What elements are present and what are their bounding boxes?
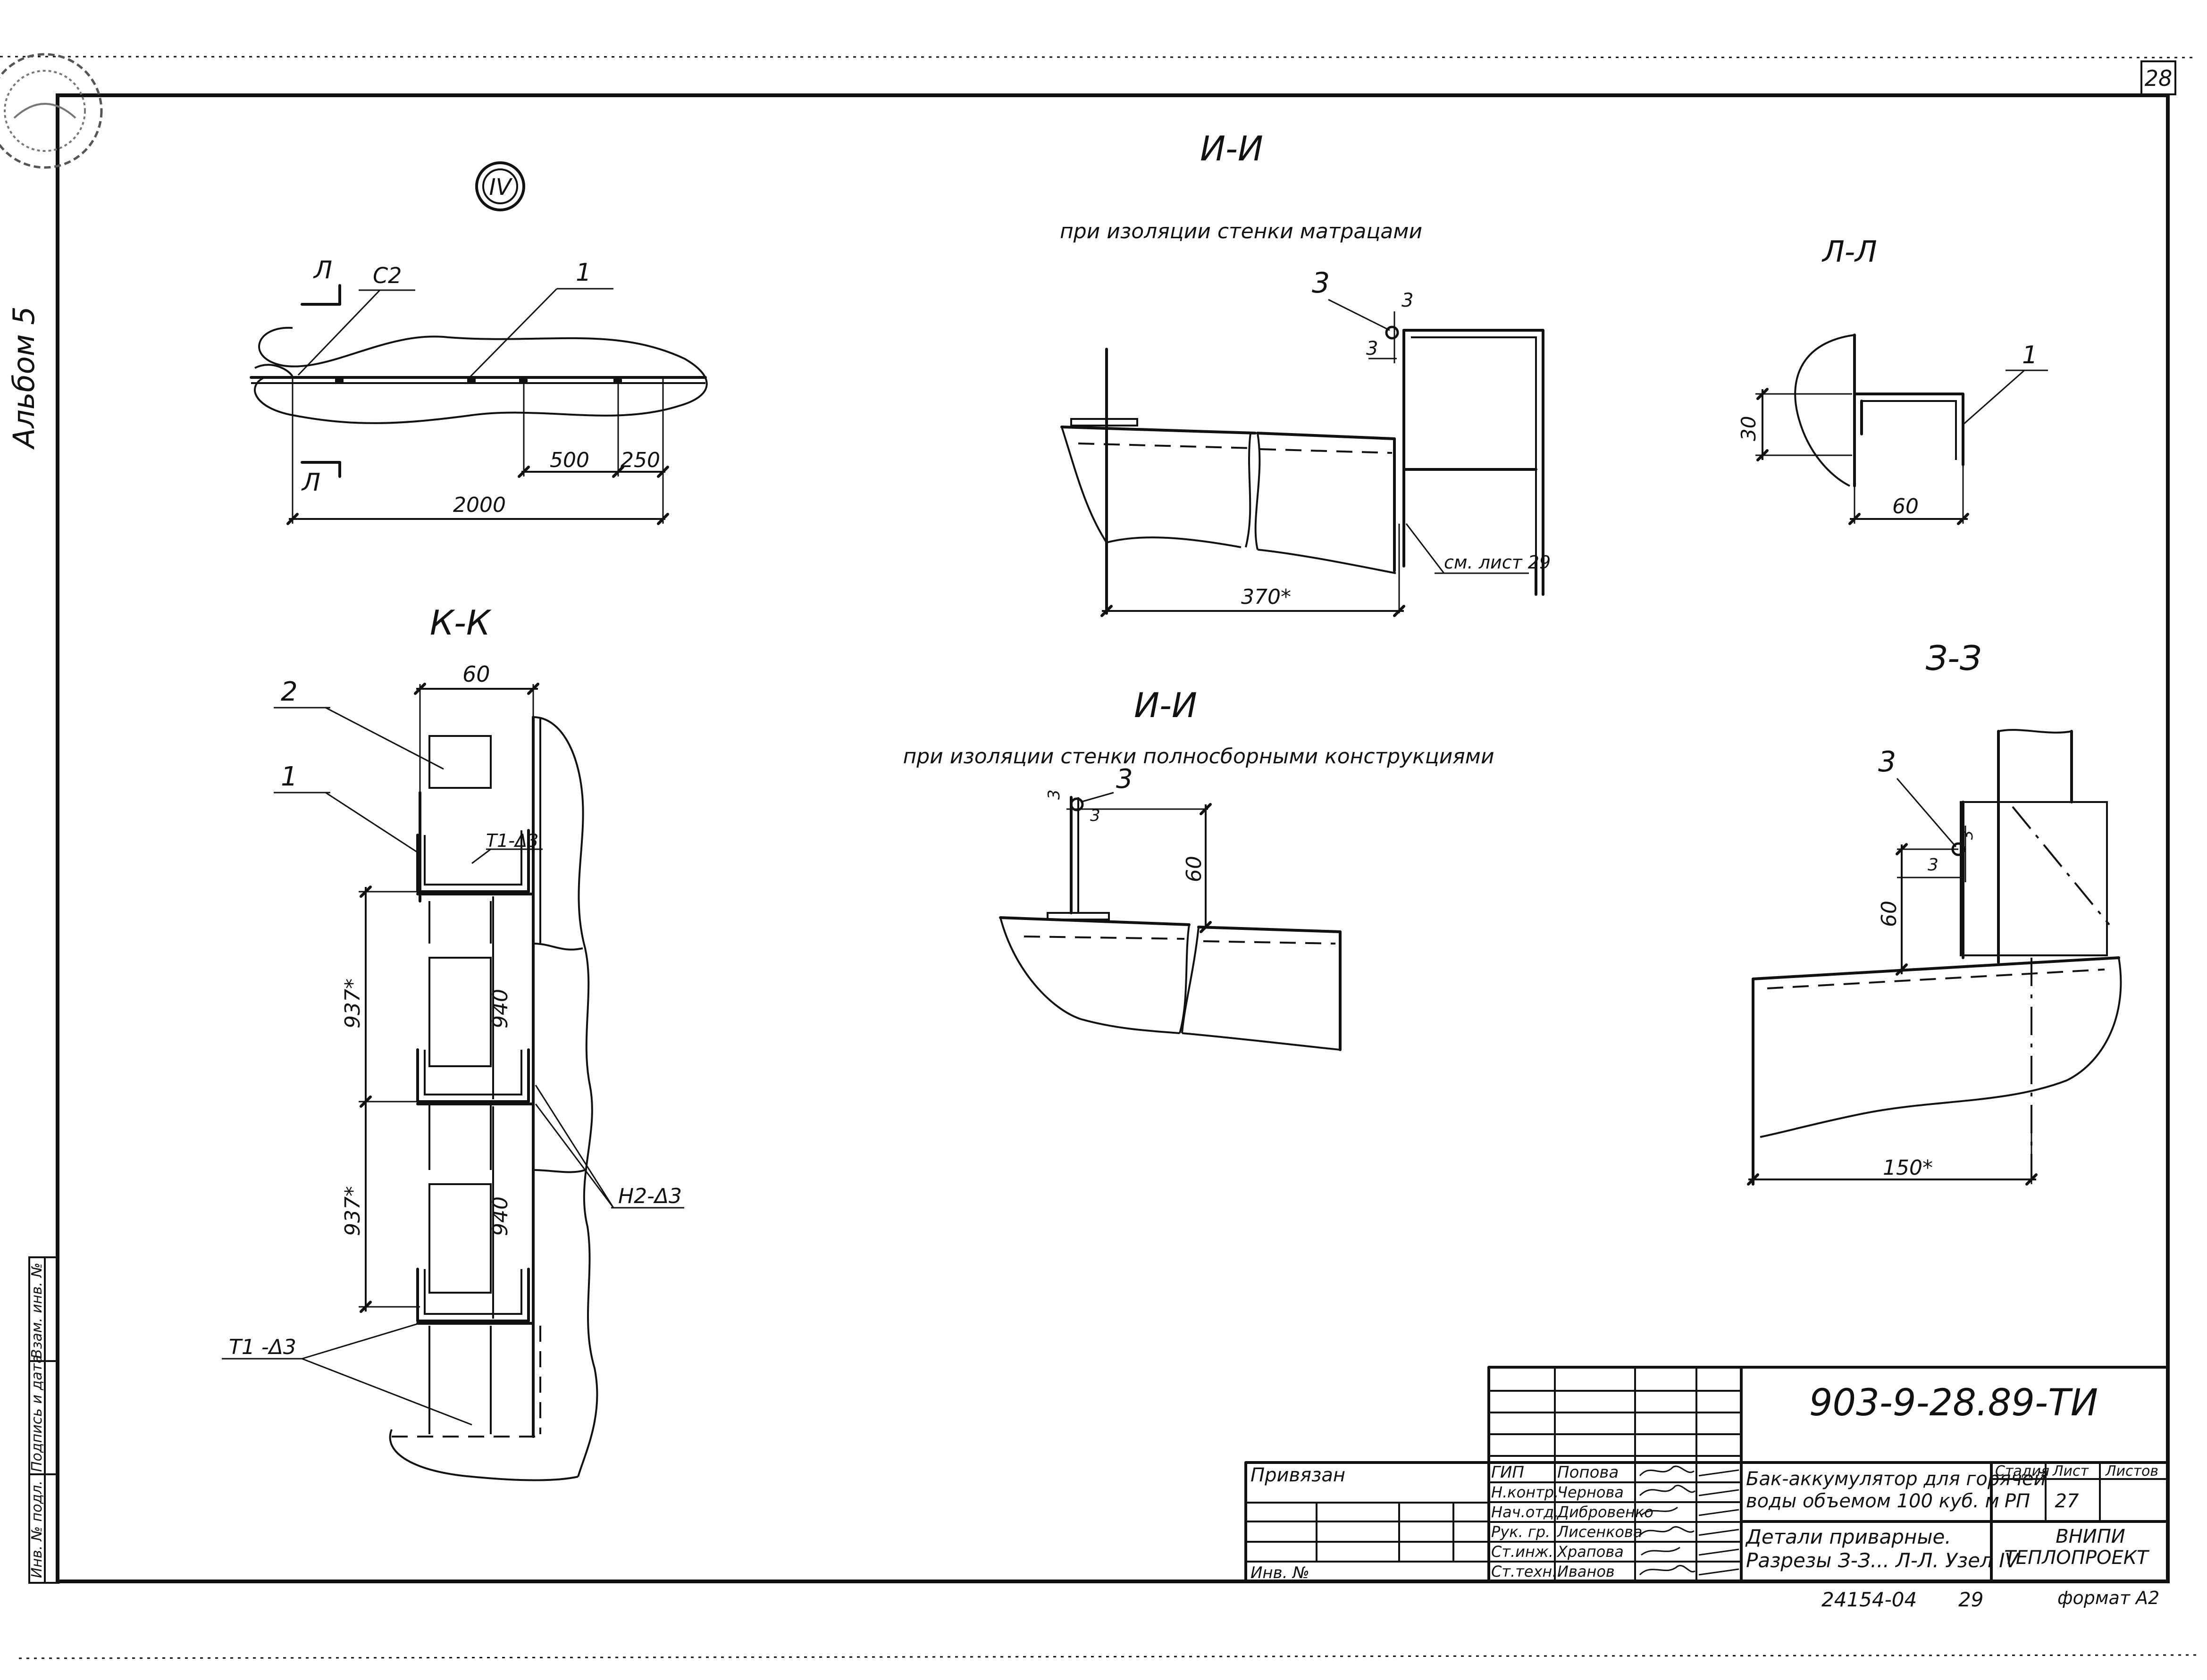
org-line-1: ВНИПИ — [2056, 1526, 2125, 1547]
sheet-number: 27 — [2055, 1490, 2079, 1512]
archive-sheet: 29 — [1958, 1588, 1983, 1611]
dim-500: 500 — [550, 448, 589, 472]
album-label: Альбом 5 — [7, 306, 41, 450]
sheet-title-line-2: Разрезы З-З... Л-Л. Узел IV — [1746, 1549, 2020, 1572]
node-marker: IV — [475, 161, 525, 211]
dim-2000: 2000 — [453, 493, 506, 517]
section-zz-title: З-З — [1926, 638, 1981, 678]
role-rukgr: Рук. гр. — [1491, 1523, 1550, 1541]
stage-header: Стадия — [1995, 1463, 2049, 1479]
role-nkontr: Н.контр. — [1491, 1483, 1559, 1501]
section-zz-dim-60: 60 — [1877, 901, 1901, 927]
section-kk-dim-60: 60 — [462, 661, 490, 687]
approval-seal — [0, 53, 103, 169]
section-ii-top: И-И при изоляции стенки матрацами 3 3 3 — [1060, 129, 1551, 617]
section-kk-dim-940-a: 940 — [488, 989, 512, 1028]
section-ii-top-dim-a: 3 — [1401, 290, 1413, 311]
section-zz-dim-3b: 3 — [1928, 855, 1938, 875]
node-marker-label: IV — [489, 174, 513, 201]
section-ii-bottom: И-И при изоляции стенки полносборными ко… — [903, 685, 1494, 1051]
section-ii-top-subtitle: при изоляции стенки матрацами — [1060, 219, 1422, 243]
name-chernova: Чернова — [1557, 1483, 1624, 1501]
section-ll: Л-Л 1 30 60 — [1737, 234, 2048, 525]
dim-250: 250 — [621, 448, 660, 472]
section-kk-dim-940-b: 940 — [488, 1196, 512, 1236]
weld-c2: С2 — [373, 263, 402, 288]
name-lisenkova: Лисенкова — [1557, 1523, 1642, 1541]
section-ll-dim-30: 30 — [1737, 416, 1760, 441]
cut-label-top: Л — [313, 256, 332, 284]
channel-2 — [416, 1048, 535, 1105]
section-kk-weld-t1-bottom: Т1 -Δ3 — [229, 1335, 296, 1359]
cut-label-bottom: Л — [301, 468, 320, 497]
role-gip: ГИП — [1491, 1463, 1524, 1482]
channel-3 — [416, 1268, 535, 1325]
signatures — [1639, 1465, 1739, 1576]
role-stinzh: Ст.инж. — [1491, 1543, 1553, 1561]
side-stamp-cell-2: Подпись и дата — [29, 1355, 45, 1472]
name-popova: Попова — [1557, 1463, 1619, 1482]
section-ii-bottom-subtitle: при изоляции стенки полносборными констр… — [903, 744, 1494, 769]
privyazan-label: Привязан — [1250, 1464, 1345, 1486]
section-kk: К-К 60 — [222, 603, 684, 1481]
section-ll-pos-1: 1 — [2022, 341, 2038, 369]
org-line-2: ТЕПЛОПРОЕКТ — [2004, 1547, 2150, 1569]
page-number: 28 — [2145, 66, 2173, 91]
section-kk-title: К-К — [430, 603, 492, 643]
side-stamp-cell-3: Взам. инв. № — [29, 1262, 45, 1359]
section-zz-dim-3a: 3 — [1958, 830, 1976, 840]
name-khrapova: Храпова — [1556, 1543, 1624, 1561]
title-block: 903-9-28.89-ТИ ГИП Н.контр. Нач.отд. Рук… — [1244, 1366, 2170, 1611]
section-ii-top-title: И-И — [1200, 129, 1263, 168]
side-stamp-cell-1: Инв. № подл. — [29, 1480, 45, 1578]
section-kk-dim-937-a: 937* — [341, 978, 365, 1028]
section-ii-top-ref: см. лист 29 — [1444, 552, 1551, 573]
node-iv-view: IV Л Л С2 1 500 — [250, 161, 708, 525]
section-ii-bottom-pos-3: 3 — [1116, 764, 1133, 794]
sheet-title-line-1: Детали приварные. — [1745, 1525, 1951, 1548]
section-ii-top-dim-370: 370* — [1241, 585, 1291, 609]
section-zz: З-З 3 3 3 60 150* — [1747, 638, 2122, 1186]
stage-value: РП — [2005, 1490, 2030, 1512]
section-kk-weld-t1-top: Т1-Δ3 — [486, 830, 538, 851]
section-ll-title: Л-Л — [1821, 234, 1877, 269]
channel-1 — [416, 829, 535, 895]
section-kk-dim-937-b: 937* — [341, 1186, 365, 1236]
doc-code: 903-9-28.89-ТИ — [1809, 1382, 2098, 1424]
section-zz-dim-150: 150* — [1883, 1156, 1933, 1180]
role-sttekhn: Ст.техн. — [1491, 1563, 1557, 1580]
inv-no-label: Инв. № — [1250, 1563, 1309, 1582]
section-ll-dim-60: 60 — [1892, 494, 1919, 518]
node-pos-1: 1 — [576, 259, 591, 287]
section-ii-bottom-title: И-И — [1134, 685, 1197, 725]
section-kk-pos-1: 1 — [281, 761, 298, 792]
section-zz-pos-3: 3 — [1878, 745, 1896, 778]
section-ii-top-pos-3: 3 — [1312, 267, 1330, 300]
section-ii-bottom-dim-60: 60 — [1182, 856, 1206, 882]
section-ii-bottom-dim-b: 3 — [1090, 806, 1100, 825]
archive-number: 24154-04 — [1821, 1588, 1917, 1611]
role-nachotd: Нач.отд. — [1491, 1503, 1559, 1521]
section-kk-pos-2: 2 — [281, 677, 298, 707]
section-kk-weld-h2: Н2-Δ3 — [618, 1184, 682, 1208]
object-title-line-2: воды объемом 100 куб. м — [1746, 1490, 1999, 1512]
name-ivanov: Иванов — [1557, 1563, 1615, 1580]
sheets-header: Листов — [2105, 1463, 2158, 1479]
section-ii-top-dim-b: 3 — [1366, 338, 1378, 359]
section-ii-bottom-dim-a: 3 — [1045, 789, 1064, 800]
name-dibrovenko: Дибровенко — [1556, 1503, 1653, 1521]
format-label: формат А2 — [2057, 1588, 2159, 1608]
side-stamp: Инв. № подл. Подпись и дата Взам. инв. № — [28, 1256, 59, 1584]
sheet-header: Лист — [2052, 1463, 2090, 1479]
